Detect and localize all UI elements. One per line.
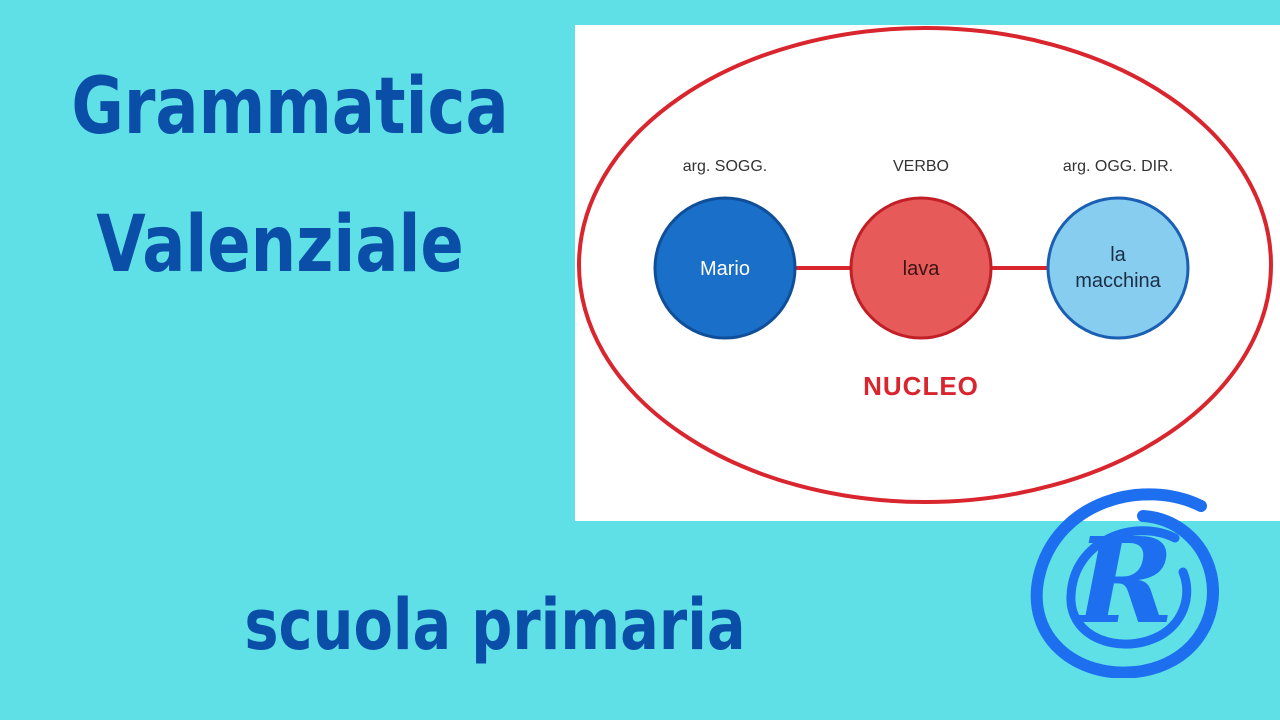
object-node: [1046, 196, 1190, 340]
object-role-label: arg. OGG. DIR.: [1063, 158, 1173, 175]
valency-diagram: arg. SOGG. VERBO arg. OGG. DIR. Mario la…: [575, 25, 1280, 521]
object-node-label-line1: la: [1110, 244, 1126, 266]
verb-node-label: lava: [903, 258, 941, 280]
nucleus-ellipse: [577, 26, 1273, 504]
r-logo: R: [1025, 478, 1225, 679]
subject-node-label: Mario: [700, 258, 750, 280]
logo-swirl-inner: [1066, 526, 1192, 649]
verb-node: [849, 196, 993, 340]
title-line-2: Valenziale: [96, 200, 464, 290]
subtitle: scuola primaria: [244, 584, 746, 666]
object-node-label-line2: macchina: [1075, 270, 1161, 292]
nucleus-label: NUCLEO: [863, 371, 979, 401]
logo-swirl-outer: [1030, 488, 1219, 679]
verb-role-label: VERBO: [893, 158, 949, 175]
logo-letter: R: [1073, 511, 1174, 650]
subject-node: [653, 196, 797, 340]
title-line-1: Grammatica: [71, 62, 509, 152]
subject-role-label: arg. SOGG.: [683, 158, 767, 175]
